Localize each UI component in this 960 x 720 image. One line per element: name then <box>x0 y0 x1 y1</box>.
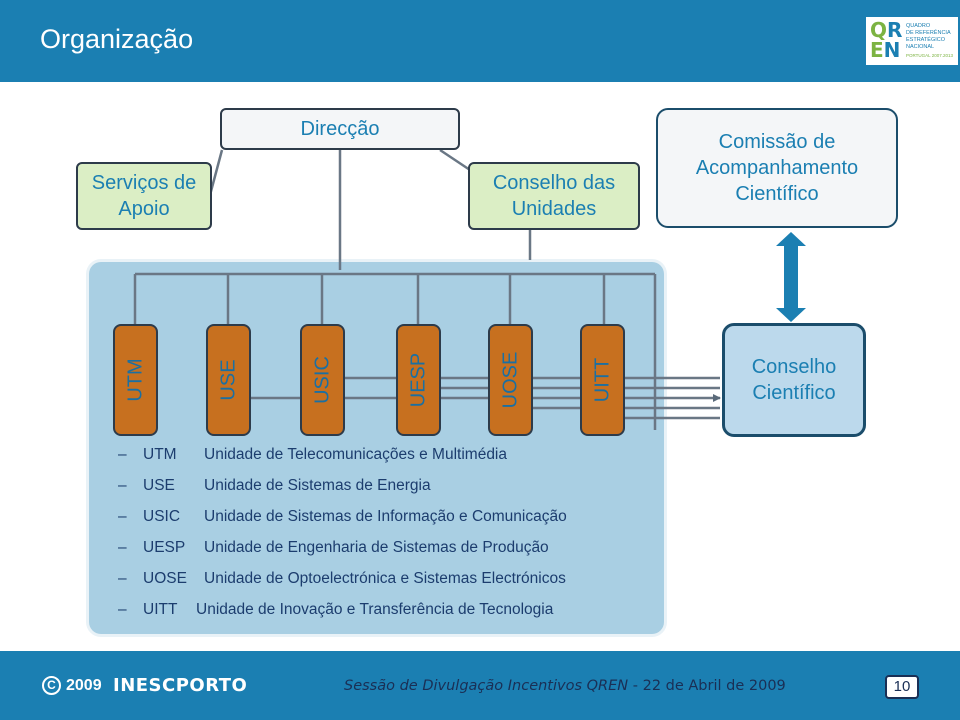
unit-uesp: UESP <box>396 324 441 436</box>
logo-line: ESTRATÉGICO <box>906 37 946 43</box>
logo-line: NACIONAL <box>906 44 935 50</box>
legend-dash: – <box>118 570 127 587</box>
unit-label: UOSE <box>499 351 521 409</box>
legend-abbr: UOSE <box>143 570 187 587</box>
legend-desc: Unidade de Telecomunicações e Multimédia <box>204 446 507 463</box>
conselho-unidades-label: Conselho das Unidades <box>492 172 616 220</box>
legend-dash: – <box>118 601 127 618</box>
legend-dash: – <box>118 508 127 525</box>
comissao-label: Comissão de Acompanhamento Científico <box>695 131 859 205</box>
legend-dash: – <box>118 477 127 494</box>
unit-label: USE <box>217 359 239 401</box>
legend-abbr: UESP <box>143 539 186 556</box>
brand-inesc: INESC <box>113 675 176 696</box>
page-number: 10 <box>885 675 919 699</box>
brand-porto: PORTO <box>175 675 248 696</box>
logo-line: QUADRO <box>906 23 931 29</box>
servicos-apoio-label: Serviços de Apoio <box>91 172 197 220</box>
slide-title: Organização <box>40 24 194 54</box>
unit-utm: UTM <box>113 324 158 436</box>
unit-uose: UOSE <box>488 324 533 436</box>
direccao-box: Direcção <box>220 108 460 150</box>
legend-desc: Unidade de Inovação e Transferência de T… <box>196 601 554 618</box>
logo-line: DE REFERÊNCIA <box>906 30 951 36</box>
unit-uitt: UITT <box>580 324 625 436</box>
servicos-apoio-box: Serviços de Apoio <box>76 162 212 230</box>
unit-label: UESP <box>407 352 429 408</box>
legend-dash: – <box>118 446 127 463</box>
unit-use: USE <box>206 324 251 436</box>
comissao-box: Comissão de Acompanhamento Científico <box>656 108 898 228</box>
legend-abbr: USIC <box>143 508 181 525</box>
unit-usic: USIC <box>300 324 345 436</box>
units-panel <box>89 262 664 634</box>
qren-logo-text: QUADRO DE REFERÊNCIA ESTRATÉGICO NACIONA… <box>906 23 951 51</box>
legend-desc: Unidade de Sistemas de Informação e Comu… <box>204 508 567 525</box>
direccao-label: Direcção <box>300 118 380 140</box>
legend-dash: – <box>118 539 127 556</box>
legend-abbr: UTM <box>143 446 177 463</box>
conselho-cientifico-box: Conselho Científico <box>722 323 866 437</box>
inesc-porto-logo: INESCPORTO <box>113 675 247 696</box>
footer-bar: C 2009 INESCPORTO Sessão de Divulgação I… <box>0 651 960 720</box>
footer-year: 2009 <box>66 677 102 694</box>
unit-label: UTM <box>124 358 146 402</box>
legend-desc: Unidade de Engenharia de Sistemas de Pro… <box>204 539 549 556</box>
session-title: Sessão de Divulgação Incentivos QREN <box>344 678 629 694</box>
conselho-unidades-box: Conselho das Unidades <box>468 162 640 230</box>
unit-label: UITT <box>591 357 613 403</box>
unit-label: USIC <box>311 356 333 404</box>
legend-abbr: USE <box>143 477 175 494</box>
legend-desc: Unidade de Sistemas de Energia <box>204 477 431 494</box>
session-caption: Sessão de Divulgação Incentivos QREN - 2… <box>344 678 786 694</box>
legend-abbr: UITT <box>143 601 178 618</box>
qren-logo-years: PORTUGAL 2007.2013 <box>906 53 954 58</box>
legend-desc: Unidade de Optoelectrónica e Sistemas El… <box>204 570 566 587</box>
session-date: - 22 de Abril de 2009 <box>628 678 786 694</box>
copyright-icon: C <box>42 676 61 695</box>
conselho-cientifico-label: Conselho Científico <box>751 356 837 404</box>
